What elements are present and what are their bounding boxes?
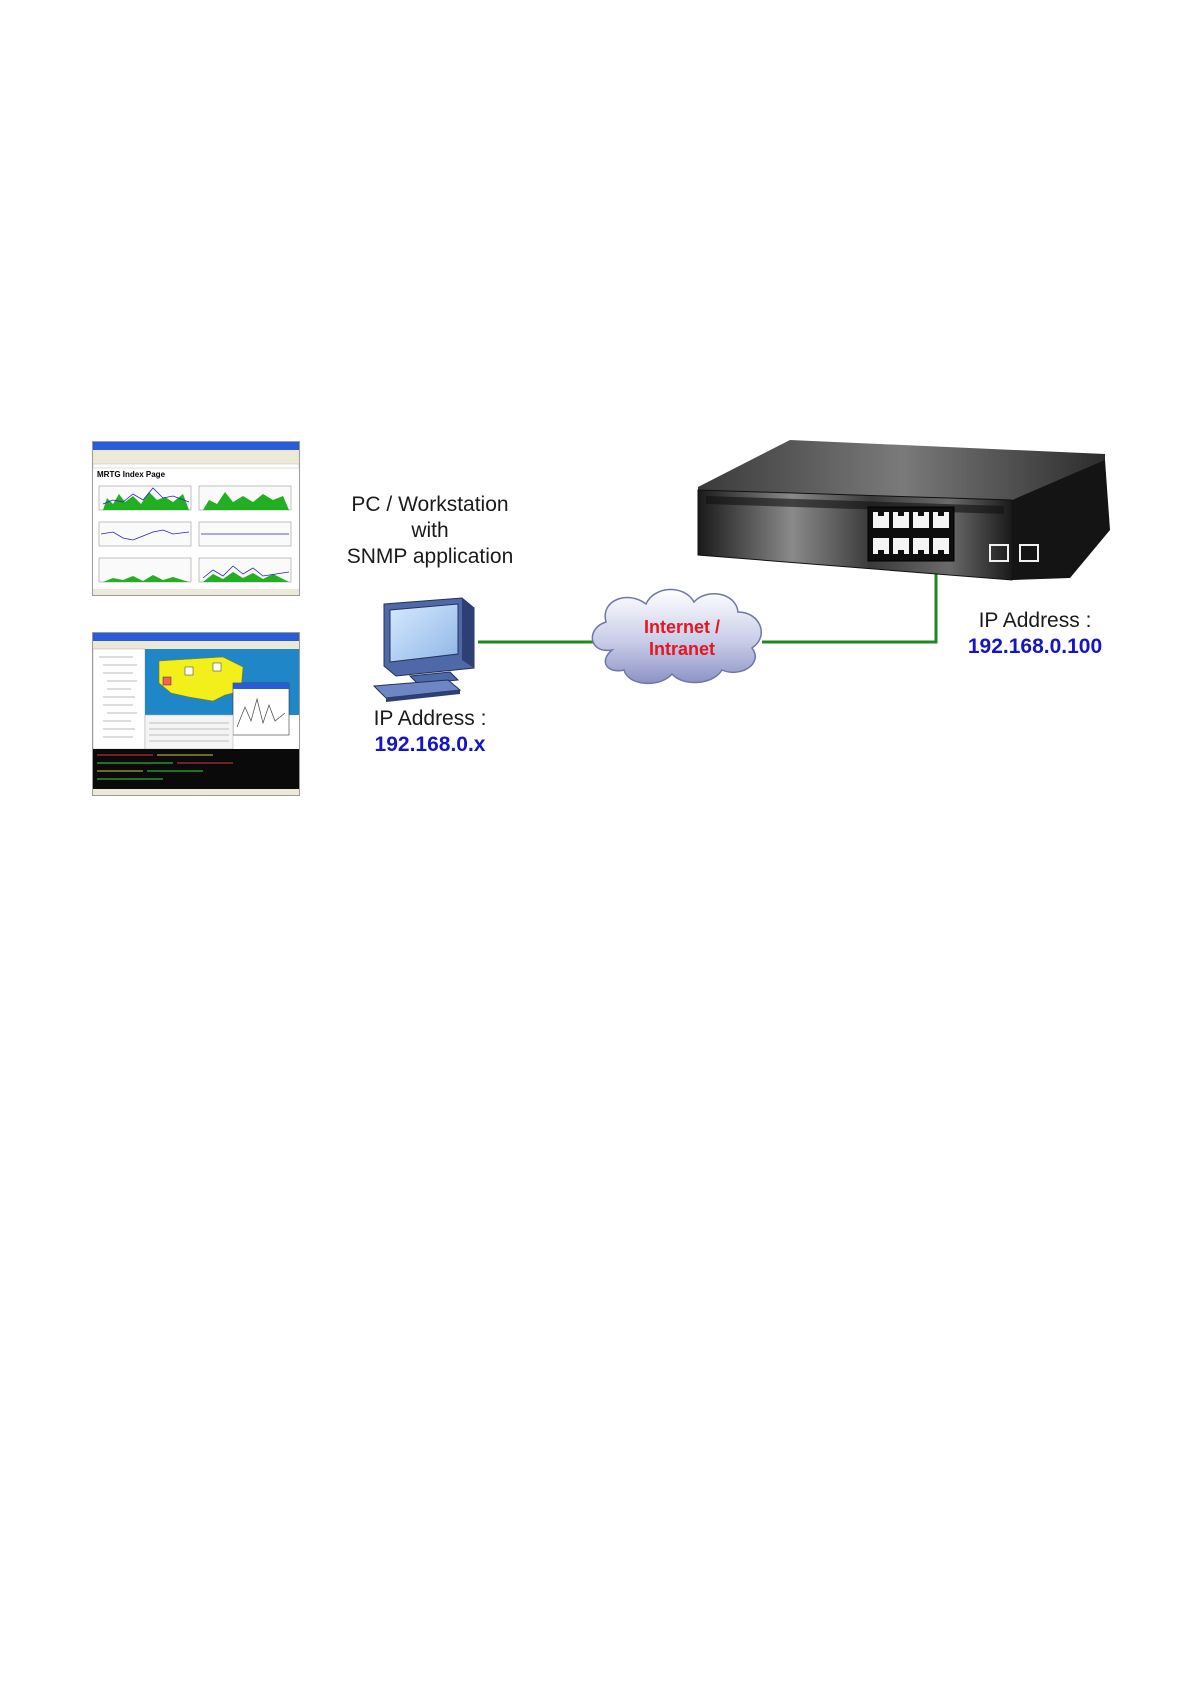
snmp-manager-graphic xyxy=(93,633,299,795)
pc-ip-block: IP Address : 192.168.0.x xyxy=(320,706,540,758)
snmp-manager-screenshot xyxy=(92,632,300,796)
mrtg-screenshot: MRTG Index Page xyxy=(92,441,300,596)
cloud-label-line-2: Intranet xyxy=(612,638,752,660)
switch-ip-label: IP Address : xyxy=(935,608,1135,634)
switch-ip-value: 192.168.0.100 xyxy=(935,634,1135,660)
switch-ip-block: IP Address : 192.168.0.100 xyxy=(935,608,1135,660)
computer-icon xyxy=(374,598,474,702)
network-switch-icon xyxy=(698,440,1110,580)
pc-title-line-3: SNMP application xyxy=(320,544,540,570)
pc-title-line-2: with xyxy=(320,518,540,544)
pc-ip-value: 192.168.0.x xyxy=(320,732,540,758)
pc-title-label: PC / Workstation with SNMP application xyxy=(320,492,540,570)
pc-title-line-1: PC / Workstation xyxy=(320,492,540,518)
mrtg-screenshot-graphic xyxy=(93,442,299,595)
cloud-label-line-1: Internet / xyxy=(612,616,752,638)
mrtg-page-title: MRTG Index Page xyxy=(97,470,165,479)
pc-ip-label: IP Address : xyxy=(320,706,540,732)
cloud-label: Internet / Intranet xyxy=(612,616,752,660)
